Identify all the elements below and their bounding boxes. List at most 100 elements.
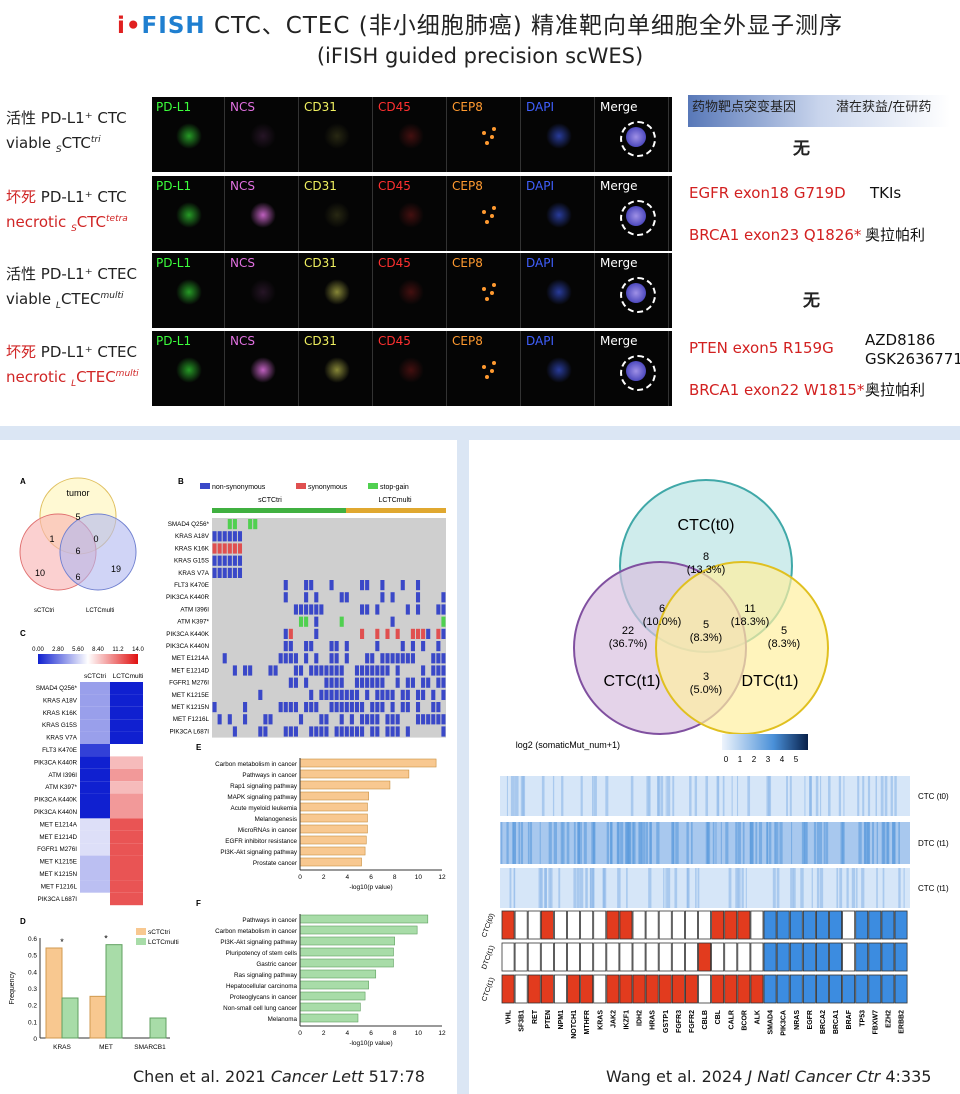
matrix-cell — [894, 942, 908, 972]
oncoprint-cell — [329, 653, 334, 664]
enrich-term: MicroRNAs in cancer — [238, 827, 297, 834]
legend-text: non-synonymous — [212, 484, 266, 491]
oncoprint-cell — [293, 726, 298, 737]
citation-chen: Chen et al. 2021 Cancer Lett 517:78 — [133, 1067, 425, 1086]
heatmap-scale-tick: 5 — [794, 755, 799, 764]
matrix-gene-label: GSTP1 — [663, 1010, 670, 1033]
matrix-cell — [632, 942, 646, 972]
oncoprint-cell — [232, 531, 237, 542]
heatmap-scale-tick: 0 — [724, 755, 729, 764]
oncoprint-cell — [334, 726, 339, 737]
oncoprint-cell — [339, 677, 344, 688]
heatmap-stripe — [876, 822, 879, 864]
matrix-row-label: CTC(t0) — [481, 913, 496, 939]
heatmap-stripe — [758, 822, 763, 864]
oncoprint-cell — [263, 726, 268, 737]
channel-label: Merge — [600, 179, 638, 193]
matrix-cell — [802, 942, 816, 972]
channel-cell — [324, 357, 350, 383]
matrix-cell — [842, 942, 856, 972]
gene-label: ATM I396I — [180, 606, 209, 613]
oncoprint-cell — [232, 665, 237, 676]
oncoprint-cell — [421, 689, 426, 700]
matrix-cell — [645, 942, 659, 972]
gene-label: FGFR1 M276I — [169, 680, 209, 687]
panel-f-label: F — [196, 899, 201, 908]
venn-count: 22 — [622, 625, 634, 637]
heatmap-legend-title: log2 (somaticMut_num+1) — [516, 740, 620, 750]
channel-tile: DAPI — [522, 97, 595, 172]
matrix-cell — [815, 974, 829, 1004]
oncoprint-cell — [375, 665, 380, 676]
channel-tile: CD31 — [300, 331, 373, 406]
oncoprint-cell — [314, 665, 319, 676]
oncoprint-cell — [370, 665, 375, 676]
heatmap-stripe — [766, 822, 769, 864]
enrich-term: Carbon metabolism in cancer — [215, 761, 297, 768]
heat-row-label: KRAS V7A — [46, 735, 78, 742]
heat-scale-tick: 14.0 — [132, 647, 144, 653]
oncoprint-cell — [410, 641, 415, 652]
matrix-cell — [894, 910, 908, 940]
heat-cell — [80, 843, 110, 856]
gene-label: MET K1215E — [172, 692, 209, 699]
channel-label: CEP8 — [452, 334, 483, 348]
oncoprint-cell — [354, 677, 360, 688]
heatmap-stripe — [660, 776, 664, 816]
heatmap-stripe — [506, 776, 508, 816]
matrix-cell — [514, 974, 528, 1004]
oncoprint-cell — [431, 653, 436, 664]
d-ytick: 0.3 — [28, 986, 37, 993]
channel-tile: NCS — [226, 331, 299, 406]
heat-row-label: MET F1216L — [41, 883, 78, 890]
heat-row-label: KRAS G15S — [42, 722, 77, 729]
heatmap-scale-tick: 2 — [752, 755, 757, 764]
oncoprint-cell — [436, 641, 441, 652]
matrix-cell — [868, 974, 882, 1004]
heatmap-stripe — [875, 776, 878, 816]
heatmap-stripe — [691, 822, 693, 864]
channel-label: Merge — [600, 334, 638, 348]
enrich-bar — [299, 936, 395, 946]
channel-cell — [176, 123, 202, 149]
oncoprint-cell — [380, 580, 385, 591]
mutation-gene: EGFR exon18 G719D — [689, 184, 846, 202]
oncoprint-cell — [339, 592, 344, 603]
matrix-cell — [763, 942, 777, 972]
heatmap-stripe — [836, 868, 839, 908]
heatmap-stripe — [863, 822, 866, 864]
heatmap-stripe — [520, 822, 524, 864]
oncoprint-cell — [400, 641, 405, 652]
heatmap-stripe — [580, 776, 583, 816]
oncoprint-cell — [212, 531, 217, 542]
heatmap-stripe — [705, 776, 709, 816]
oncoprint-cell — [360, 628, 365, 639]
oncoprint-cell — [268, 714, 273, 725]
oncoprint-cell — [212, 702, 217, 713]
matrix-gene-label: SMAD4 — [768, 1010, 775, 1035]
heatmap-stripe — [705, 822, 709, 864]
heatmap-stripe — [731, 776, 733, 816]
enrich-xtick: 6 — [369, 1030, 373, 1037]
enrich-bar — [299, 980, 369, 990]
oncoprint-cell — [243, 665, 248, 676]
matrix-gene-label: TP53 — [859, 1010, 866, 1027]
enrich-xtick: 12 — [438, 1030, 446, 1037]
matrix-gene-label: BRAF — [846, 1009, 853, 1029]
heatmap-stripe — [876, 868, 878, 908]
gene-label: MET E1214A — [172, 655, 210, 662]
oncoprint-cell — [365, 604, 370, 615]
heat-scale-tick: 2.80 — [52, 647, 64, 653]
heatmap-stripe — [862, 776, 865, 816]
channel-label: CD31 — [304, 179, 337, 193]
matrix-cell — [684, 974, 698, 1004]
oncoprint-cell — [329, 641, 334, 652]
channel-tile: CD31 — [300, 97, 373, 172]
matrix-cell — [894, 974, 908, 1004]
matrix-gene-label: CBL — [715, 1009, 722, 1024]
channel-tile: CEP8 — [448, 253, 521, 328]
oncoprint-cell — [390, 726, 395, 737]
heat-row-label: ATM K397* — [45, 784, 77, 791]
oncoprint-cell — [319, 714, 324, 725]
